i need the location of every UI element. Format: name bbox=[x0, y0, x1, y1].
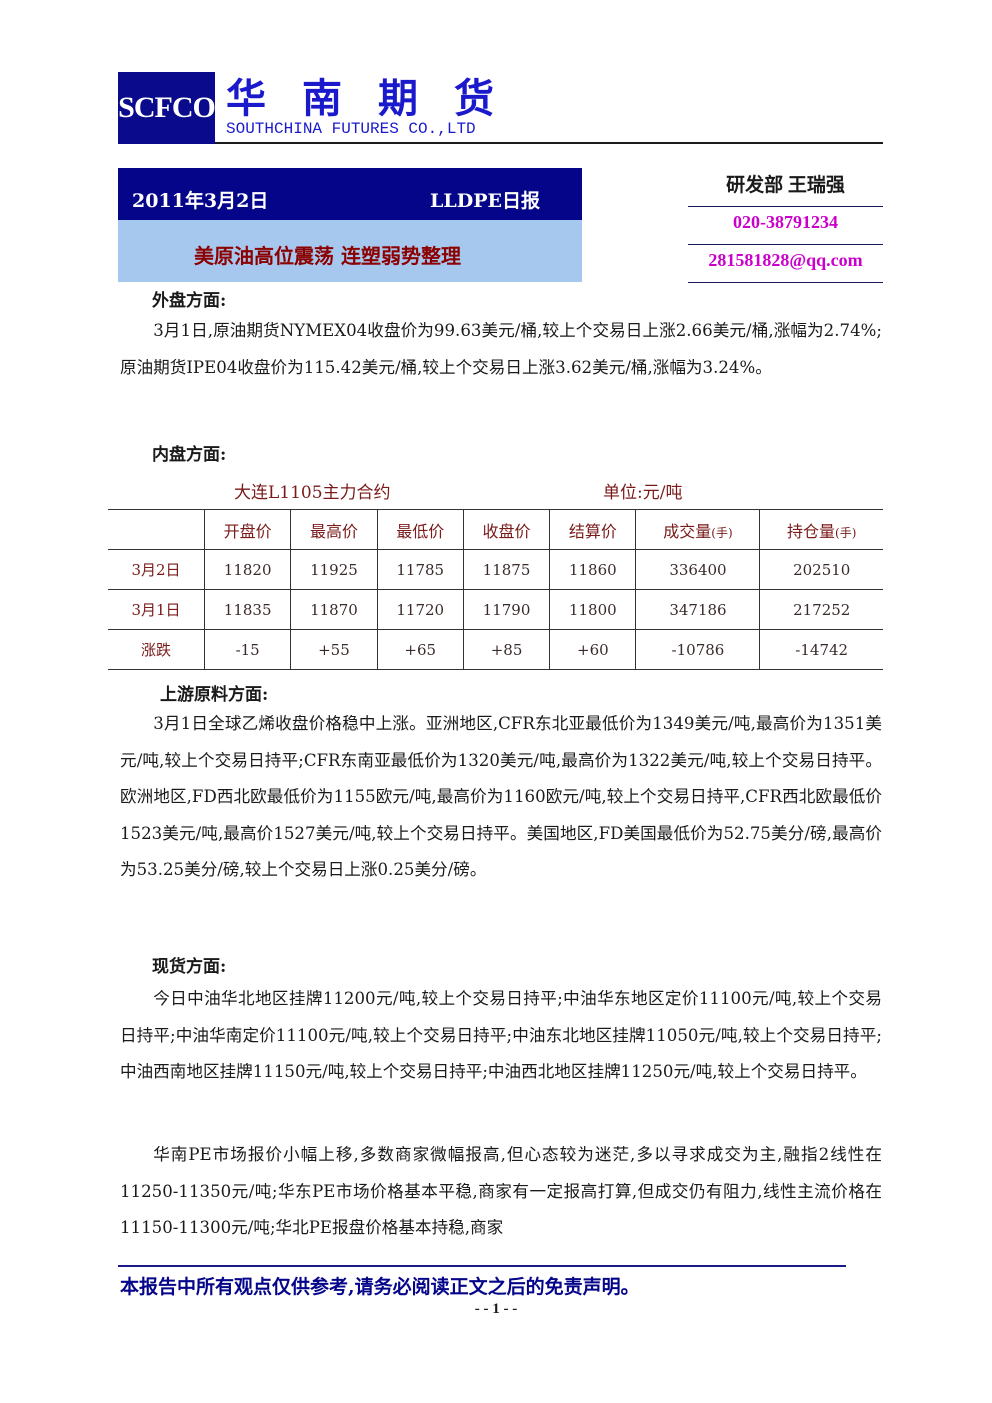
table-cell: 11790 bbox=[463, 589, 551, 630]
company-logo: SCFCO bbox=[118, 72, 216, 144]
table-caption: 大连L1105主力合约 bbox=[234, 483, 391, 503]
paragraph-spot-1: 今日中油华北地区挂牌11200元/吨,较上个交易日持平;中油华东地区定价1110… bbox=[120, 989, 882, 1082]
report-date-bar: 2011年3月2日 LLDPE日报 bbox=[118, 168, 582, 220]
table-cell: -10786 bbox=[635, 629, 761, 670]
contact-divider bbox=[688, 282, 883, 283]
column-header-unit: (手) bbox=[711, 525, 733, 540]
section-title-spot: 现货方面: bbox=[152, 957, 227, 977]
futures-price-table: 开盘价 最高价 最低价 收盘价 结算价 成交量(手) 持仓量(手) 3月2日 1… bbox=[108, 509, 883, 670]
logo-text: SCFCO bbox=[118, 91, 216, 124]
row-label: 3月2日 bbox=[108, 549, 205, 590]
contact-divider bbox=[688, 244, 883, 245]
table-cell: +60 bbox=[549, 629, 637, 670]
analyst-email[interactable]: 281581828@qq.com bbox=[708, 250, 863, 270]
row-label: 涨跌 bbox=[108, 629, 205, 670]
table-cell: -14742 bbox=[759, 629, 883, 670]
table-cell: 11820 bbox=[204, 549, 292, 590]
table-cell: +55 bbox=[290, 629, 378, 670]
table-cell: 217252 bbox=[759, 589, 883, 630]
table-header-empty bbox=[108, 509, 205, 550]
report-type: LLDPE日报 bbox=[430, 190, 540, 212]
table-cell: +65 bbox=[377, 629, 464, 670]
table-cell: 347186 bbox=[635, 589, 761, 630]
table-header-row: 开盘价 最高价 最低价 收盘价 结算价 成交量(手) 持仓量(手) bbox=[108, 509, 883, 550]
table-cell: 336400 bbox=[635, 549, 761, 590]
column-header: 开盘价 bbox=[204, 509, 292, 550]
section-title-domestic: 内盘方面: bbox=[152, 445, 227, 465]
table-cell: 11720 bbox=[377, 589, 464, 630]
disclaimer-text: 本报告中所有观点仅供参考,请务必阅读正文之后的免责声明。 bbox=[120, 1276, 640, 1298]
report-date: 2011年3月2日 bbox=[132, 190, 269, 212]
header-divider bbox=[215, 142, 883, 144]
page-number: - - 1 - - bbox=[474, 1301, 518, 1317]
table-cell: 202510 bbox=[759, 549, 883, 590]
paragraph-upstream: 3月1日全球乙烯收盘价格稳中上涨。亚洲地区,CFR东北亚最低价为1349美元/吨… bbox=[120, 714, 882, 880]
table-cell: 11785 bbox=[377, 549, 464, 590]
column-header: 结算价 bbox=[549, 509, 637, 550]
section-title-external: 外盘方面: bbox=[152, 291, 227, 311]
report-subtitle: 美原油高位震荡 连塑弱势整理 bbox=[194, 244, 461, 268]
column-header: 收盘价 bbox=[463, 509, 551, 550]
section-title-upstream: 上游原料方面: bbox=[160, 685, 269, 705]
column-header-unit: (手) bbox=[835, 525, 857, 540]
report-subtitle-bar: 美原油高位震荡 连塑弱势整理 bbox=[118, 220, 582, 282]
column-header-label: 持仓量 bbox=[787, 521, 836, 541]
footer-divider bbox=[118, 1265, 846, 1267]
column-header-open-interest: 持仓量(手) bbox=[759, 509, 883, 550]
contact-divider bbox=[688, 206, 883, 207]
table-cell: 11860 bbox=[549, 549, 637, 590]
row-label: 3月1日 bbox=[108, 589, 205, 630]
table-cell: -15 bbox=[204, 629, 292, 670]
table-cell: 11870 bbox=[290, 589, 378, 630]
table-unit: 单位:元/吨 bbox=[603, 483, 683, 503]
analyst-phone: 020-38791234 bbox=[733, 212, 838, 232]
column-header-label: 成交量 bbox=[663, 521, 712, 541]
table-cell: +85 bbox=[463, 629, 551, 670]
column-header: 最高价 bbox=[290, 509, 378, 550]
analyst-name: 研发部 王瑞强 bbox=[726, 175, 845, 196]
company-name-en: SOUTHCHINA FUTURES CO.,LTD bbox=[226, 120, 476, 138]
table-row: 3月2日 11820 11925 11785 11875 11860 33640… bbox=[108, 549, 883, 590]
table-cell: 11925 bbox=[290, 549, 378, 590]
table-cell: 11875 bbox=[463, 549, 551, 590]
paragraph-external: 3月1日,原油期货NYMEX04收盘价为99.63美元/桶,较上个交易日上涨2.… bbox=[120, 321, 882, 377]
company-name-cn: 华南期货 bbox=[226, 75, 530, 122]
table-cell: 11800 bbox=[549, 589, 637, 630]
table-cell: 11835 bbox=[204, 589, 292, 630]
column-header-volume: 成交量(手) bbox=[635, 509, 761, 550]
paragraph-spot-2: 华南PE市场报价小幅上移,多数商家微幅报高,但心态较为迷茫,多以寻求成交为主,融… bbox=[120, 1145, 882, 1238]
table-row: 3月1日 11835 11870 11720 11790 11800 34718… bbox=[108, 589, 883, 630]
table-row: 涨跌 -15 +55 +65 +85 +60 -10786 -14742 bbox=[108, 629, 883, 670]
column-header: 最低价 bbox=[377, 509, 464, 550]
